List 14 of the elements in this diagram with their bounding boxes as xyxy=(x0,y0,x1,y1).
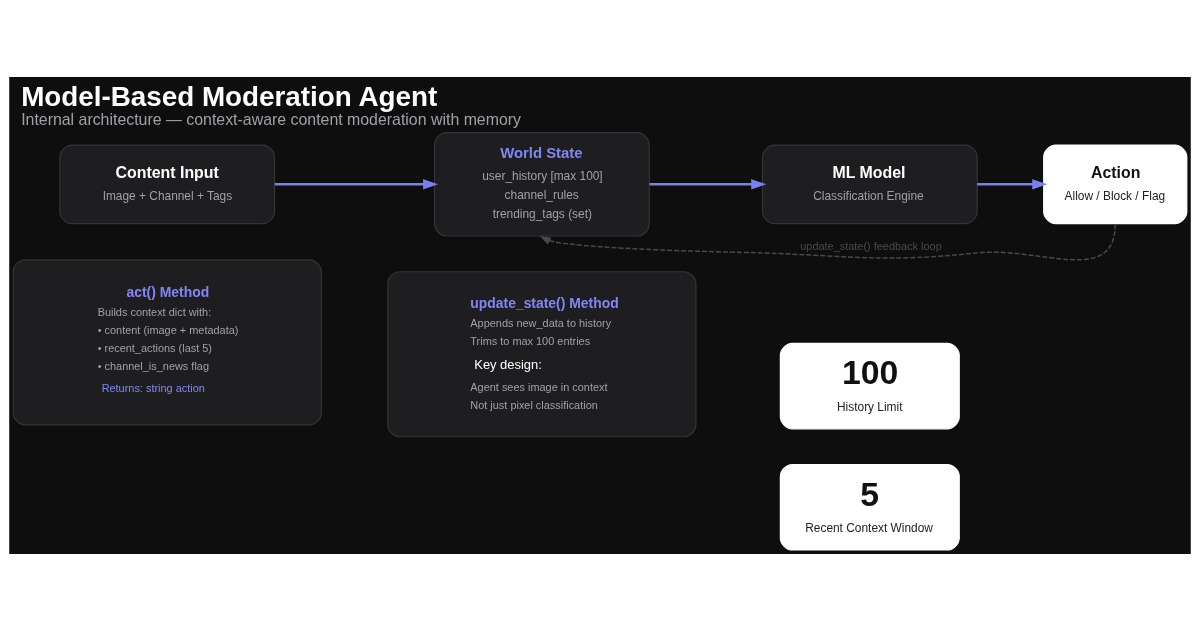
arrow xyxy=(539,222,1116,260)
node-box: 5 Recent Context Window xyxy=(779,463,960,551)
arrow xyxy=(274,178,438,190)
node-box: ML Model Classification Engine xyxy=(761,143,978,224)
edge-label: update_state() feedback loop xyxy=(800,239,942,252)
node-box: Content Input Image + Channel + Tags xyxy=(59,143,276,224)
arrow xyxy=(649,178,767,190)
node-box: Action Allow / Block / Flag xyxy=(1043,143,1188,224)
diagram-title: Model-Based Moderation Agent xyxy=(21,80,438,112)
node-box: 100 History Limit xyxy=(779,342,960,429)
node-box: update_state() Method Appends new_data to history Trims to max 100 entries Key design: Agent sees image in context Not just pixel classification xyxy=(387,270,697,437)
node-box: World State user_history [max 100] channel_rules trending_tags (set) xyxy=(433,131,650,237)
node-box: act() Method Builds context dict with: • content (image + metadata) • recent_actions (last 5) • channel_is_news flag Returns: string action xyxy=(12,258,322,425)
arrow xyxy=(977,178,1048,190)
